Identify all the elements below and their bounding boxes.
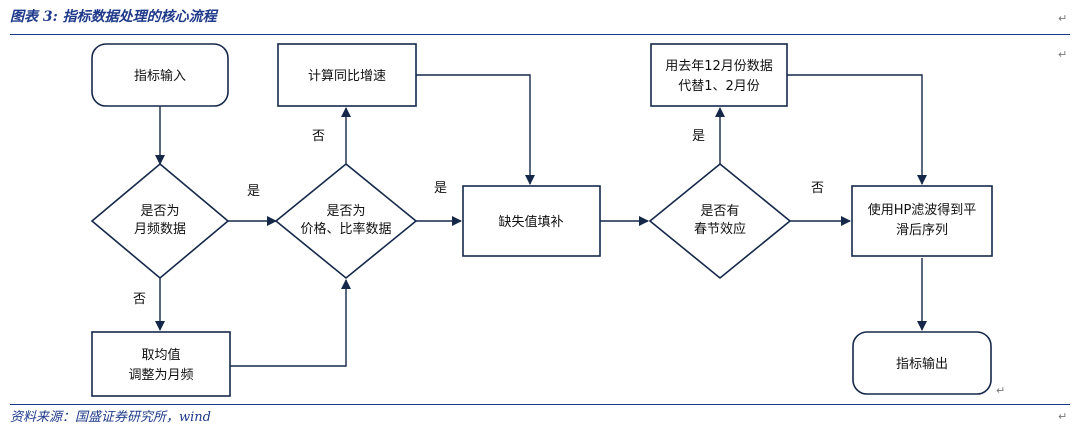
node-output-text: 指标输出	[896, 356, 948, 372]
label-yes-price: 是	[434, 181, 447, 196]
return-mark-icon: ↵	[1058, 12, 1068, 25]
node-fill: 缺失值填补	[462, 185, 601, 257]
label-no-spring: 否	[811, 181, 824, 196]
node-price-decision: 是否为 价格、比率数据	[274, 162, 418, 280]
node-output: 指标输出	[852, 331, 992, 395]
edge-avg-price	[230, 279, 351, 367]
source-note: 资料来源：国盛证券研究所，wind	[10, 410, 211, 425]
node-avg-line1: 取均值	[141, 347, 180, 363]
node-avg: 取均值 调整为月频	[91, 331, 231, 397]
node-dec-line1: 用去年12月份数据	[665, 59, 773, 74]
node-price-line1: 是否为	[326, 204, 365, 219]
node-hp: 使用HP滤波得到平 滑后序列	[851, 185, 993, 257]
bottom-rule	[10, 404, 1070, 405]
node-spring-line2: 春节效应	[694, 221, 746, 237]
node-hp-line2: 滑后序列	[896, 223, 948, 238]
node-avg-line2: 调整为月频	[128, 368, 193, 383]
node-spring-line1: 是否有	[700, 204, 739, 219]
label-no-price: 否	[312, 129, 325, 144]
edge-yoy-fill	[416, 74, 535, 185]
node-yoy: 计算同比增速	[277, 43, 417, 107]
node-price-line2: 价格、比率数据	[300, 221, 391, 237]
node-fill-text: 缺失值填补	[498, 214, 563, 230]
label-yes-monthly: 是	[247, 184, 260, 199]
node-monthly-line2: 月频数据	[134, 222, 186, 237]
node-dec-line2: 代替1、2月份	[678, 79, 760, 94]
return-mark-icon: ↵	[996, 384, 1006, 397]
top-rule	[10, 34, 1070, 35]
node-spring-decision: 是否有 春节效应	[648, 162, 792, 280]
figure-caption: 图表 3: 指标数据处理的核心流程	[10, 9, 217, 25]
edge-dec-hp	[787, 74, 927, 185]
label-yes-spring: 是	[692, 129, 705, 144]
edge-labels: 是 否 否 是 是 否	[133, 129, 824, 307]
node-monthly-line1: 是否为	[140, 204, 179, 219]
node-monthly-decision: 是否为 月频数据	[90, 162, 230, 280]
node-input-text: 指标输入	[134, 68, 186, 84]
node-input: 指标输入	[91, 43, 229, 107]
return-mark-icon: ↵	[1058, 410, 1068, 423]
return-mark-icon: ↵	[1058, 48, 1068, 61]
edges	[155, 74, 927, 367]
node-yoy-text: 计算同比增速	[308, 69, 386, 84]
label-no-monthly: 否	[133, 292, 146, 307]
node-hp-line1: 使用HP滤波得到平	[868, 202, 977, 218]
node-dec: 用去年12月份数据 代替1、2月份	[650, 43, 788, 107]
